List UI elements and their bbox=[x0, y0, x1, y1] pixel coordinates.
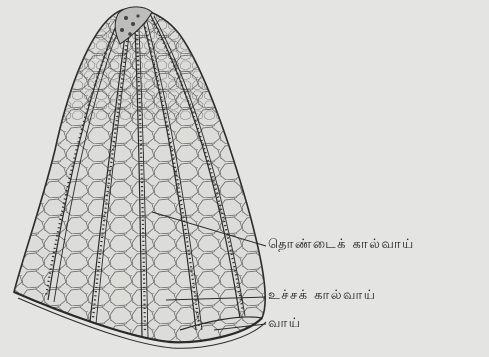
test-body bbox=[0, 0, 300, 357]
label-throat-ambulacrum: தொண்டைக் கால்வாய் bbox=[268, 238, 415, 251]
label-mouth: வாய் bbox=[268, 317, 301, 330]
label-apical-ambulacrum: உச்சக் கால்வாய் bbox=[268, 289, 376, 302]
